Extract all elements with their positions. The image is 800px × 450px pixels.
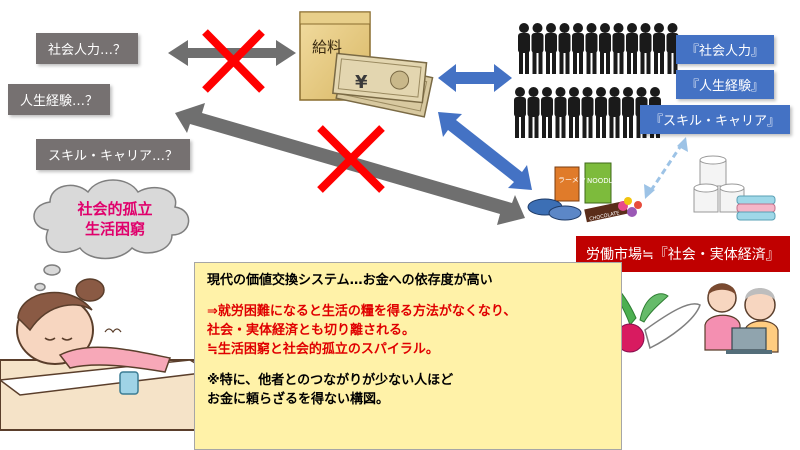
person-silhouette-icon (554, 87, 567, 138)
thought-cloud (33, 179, 190, 292)
blue-double-arrow-top (438, 64, 512, 92)
person-silhouette-icon (585, 23, 598, 74)
person-silhouette-icon (612, 23, 625, 74)
cloud-line-isolation: 社会的孤立 (77, 200, 153, 218)
salary-envelope-label: 給料 (312, 38, 343, 56)
helper-elderly-illustration (704, 283, 779, 354)
person-silhouette-icon (514, 87, 526, 138)
food-items-icon (527, 162, 642, 223)
explanation-note-line-2: お金に頼らざるを得ない構図。 (207, 392, 390, 407)
person-silhouette-icon (581, 87, 594, 138)
gray-double-arrow-top (168, 40, 296, 66)
explanation-box: 現代の価値交換システム…お金への依存度が高い ⇒就労困難になると生活の糧を得る方… (194, 262, 622, 450)
person-silhouette-icon (622, 87, 634, 138)
person-silhouette-icon (545, 23, 557, 74)
label-life-experience-question: 人生経験…？ (8, 84, 111, 115)
person-silhouette-icon (608, 87, 621, 138)
people-row-2 (514, 87, 661, 138)
dashed-double-arrow (644, 137, 688, 199)
worried-person-illustration (0, 278, 231, 431)
person-silhouette-icon (518, 23, 530, 74)
label-social-skills: 『社会人力』 (676, 35, 775, 64)
noodle-label: NOODLE (587, 177, 617, 185)
person-silhouette-icon (558, 23, 571, 74)
explanation-note-line-1: ※特に、他者とのつながりが少ない人ほど (207, 373, 454, 388)
label-life-experience: 『人生経験』 (676, 70, 775, 99)
person-silhouette-icon (541, 87, 553, 138)
explanation-red-line-3: ≒生活困窮と社会的孤立のスパイラル。 (207, 342, 439, 357)
explanation-red-line-1: ⇒就労困難になると生活の糧を得る方法がなくなり、 (207, 304, 517, 319)
toilet-paper-towels-icon (693, 155, 776, 221)
person-silhouette-icon (653, 23, 665, 74)
person-silhouette-icon (626, 23, 638, 74)
ramen-label: ラーメン (558, 176, 586, 184)
yen-bills-icon: ¥ (332, 52, 434, 118)
label-social-skills-question: 社会人力…？ (36, 33, 139, 64)
person-silhouette-icon (666, 23, 679, 74)
person-silhouette-icon (595, 87, 607, 138)
person-silhouette-icon (568, 87, 580, 138)
explanation-red-line-2: 社会・実体経済とも切り離される。 (207, 323, 416, 338)
blue-double-arrow-diagonal (438, 112, 532, 190)
people-row-1 (518, 23, 679, 74)
person-silhouette-icon (599, 23, 611, 74)
cloud-text: 社会的孤立 生活困窮 (60, 199, 170, 239)
explanation-title: 現代の価値交換システム…お金への依存度が高い (207, 273, 493, 288)
person-silhouette-icon (531, 23, 544, 74)
person-silhouette-icon (527, 87, 540, 138)
cloud-line-poverty: 生活困窮 (84, 220, 145, 238)
red-cross-middle-icon (317, 125, 385, 193)
label-skills-career: 『スキル・キャリア』 (640, 105, 791, 134)
svg-text:¥: ¥ (355, 72, 368, 93)
person-silhouette-icon (572, 23, 584, 74)
person-silhouette-icon (639, 23, 652, 74)
label-skills-career-question: スキル・キャリア…？ (36, 139, 191, 170)
radish-vegetable-icon (610, 281, 701, 353)
red-cross-top-icon (202, 29, 265, 93)
